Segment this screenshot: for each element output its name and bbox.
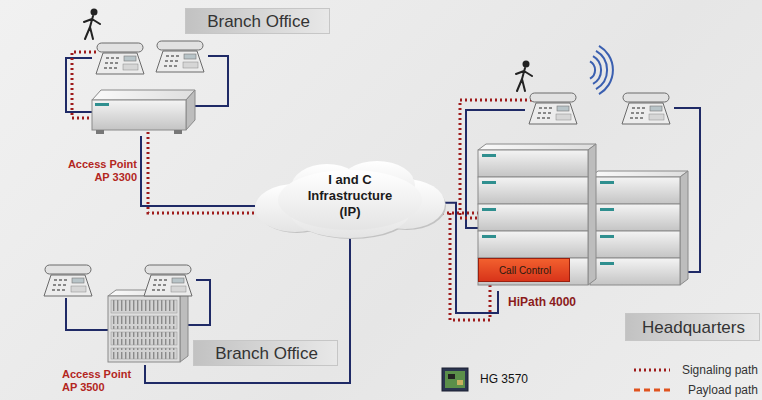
wireless-wave	[593, 56, 601, 84]
module-label	[482, 181, 496, 184]
module-front	[478, 258, 588, 285]
rack-front	[108, 296, 180, 362]
module-label	[600, 208, 614, 211]
module-front	[590, 204, 680, 231]
module-label: Call Control	[479, 259, 571, 283]
telephone	[529, 93, 577, 124]
access-point-device: Access Point AP 3300	[90, 86, 192, 136]
location-band: Headquarters	[625, 313, 760, 341]
location-title: Branch Office	[194, 341, 339, 367]
legend-entry: Payload path	[632, 382, 760, 398]
device-side	[186, 90, 195, 130]
network-link	[141, 136, 255, 206]
module-front	[590, 258, 680, 285]
cloud-label: I and C Infrastructure (IP)	[300, 172, 400, 220]
location-title: Branch Office	[186, 9, 331, 35]
location-band: Branch Office	[185, 8, 330, 34]
rack-shelf	[111, 300, 177, 313]
device-label	[95, 103, 109, 106]
module-front	[478, 231, 588, 258]
module-top	[590, 171, 688, 177]
system-label: HiPath 4000	[508, 295, 618, 309]
module-front	[590, 177, 680, 204]
device-top	[92, 90, 195, 100]
wireless-wave	[596, 51, 607, 89]
module-top	[478, 144, 596, 150]
telephone	[156, 41, 204, 72]
telephone	[622, 93, 670, 124]
module-front	[590, 231, 680, 258]
rack-shelf	[111, 332, 177, 345]
network-cloud: I and C Infrastructure (IP)	[255, 158, 445, 238]
module-front	[478, 177, 588, 204]
wireless-wave	[599, 46, 613, 94]
telephone	[44, 265, 92, 296]
module-label	[600, 181, 614, 184]
legend-line	[634, 369, 670, 372]
device-foot	[174, 130, 182, 134]
module-label	[600, 235, 614, 238]
gateway-board: HG 3570	[440, 366, 470, 392]
module-front	[478, 204, 588, 231]
module-side	[588, 144, 596, 285]
wireless-wave	[590, 61, 595, 78]
legend-entry: Signaling path	[632, 362, 760, 378]
device-label: Access Point AP 3500	[62, 368, 137, 394]
legend-text: Payload path	[676, 382, 758, 398]
location-band: Branch Office	[193, 340, 338, 366]
device-label: Access Point AP 3300	[62, 158, 137, 184]
rack-shelf	[111, 316, 177, 329]
board-icon-pcb	[445, 371, 465, 388]
access-point-device: Access Point AP 3500	[105, 290, 185, 365]
module-side	[680, 171, 688, 285]
module-label	[482, 208, 496, 211]
legend-sample	[632, 362, 672, 378]
call-control-module: Call Control	[478, 258, 570, 282]
telephone	[144, 265, 192, 296]
location-title: Headquarters	[626, 314, 761, 342]
phone-wire	[188, 280, 210, 325]
phone-wire	[66, 298, 108, 330]
person-figure	[516, 61, 532, 92]
module-front	[478, 150, 588, 177]
device-foot	[96, 130, 104, 134]
rack-shelf	[111, 348, 177, 359]
module-label	[482, 235, 496, 238]
pbx-system: HiPath 4000Call Control	[478, 145, 688, 291]
device-front	[92, 100, 186, 130]
telephone	[96, 43, 144, 74]
legend-line	[634, 389, 670, 392]
legend-text: Signaling path	[676, 362, 758, 378]
legend-sample	[632, 382, 672, 398]
cloud-puff	[278, 170, 422, 230]
phone-wire	[66, 58, 92, 112]
rack-side	[180, 290, 188, 362]
module-label	[482, 154, 496, 157]
network-link	[145, 238, 350, 383]
board-icon-chip	[457, 380, 463, 385]
board-icon	[442, 368, 468, 391]
board-label: HG 3570	[480, 371, 560, 387]
module-label	[600, 262, 614, 265]
person-figure	[84, 9, 100, 40]
board-icon-chip	[448, 374, 455, 379]
